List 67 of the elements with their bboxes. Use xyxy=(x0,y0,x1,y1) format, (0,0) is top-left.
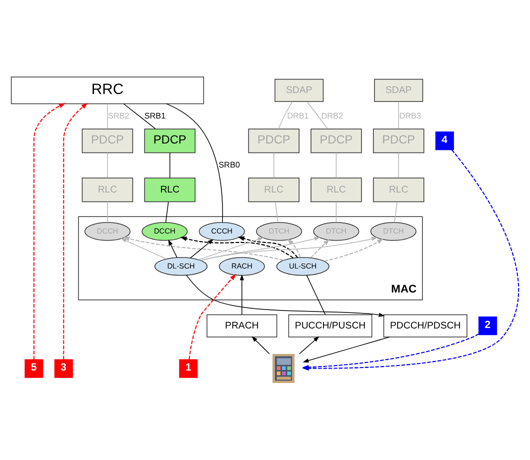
node-box: 5 xyxy=(24,359,44,378)
node-box: PDCP xyxy=(144,128,196,154)
node-box: PDCP xyxy=(310,128,362,154)
arrow xyxy=(200,236,320,261)
node-box: RRC xyxy=(10,76,204,104)
connector xyxy=(169,152,170,178)
arrow xyxy=(240,274,244,315)
node-box: RLC xyxy=(248,178,300,202)
arrow xyxy=(168,239,178,258)
node-box: RLC xyxy=(372,178,424,202)
edge-label: DRB2 xyxy=(321,111,344,120)
node-box: RLC xyxy=(310,178,362,202)
node-box: RLC xyxy=(144,178,196,202)
edge-label: DRB3 xyxy=(399,111,422,120)
connector xyxy=(273,152,274,178)
arrow xyxy=(186,274,385,317)
arrow xyxy=(287,238,301,258)
node-ellipse: DL-SCH xyxy=(154,257,208,276)
connector xyxy=(398,152,399,178)
edge-label: SRB1 xyxy=(144,111,166,120)
edge-label: SRB2 xyxy=(108,111,130,120)
node-box: 1 xyxy=(179,359,198,378)
connector xyxy=(165,201,169,223)
arrow xyxy=(298,336,320,354)
node-box: 2 xyxy=(478,316,498,336)
connector xyxy=(398,101,399,130)
arrow xyxy=(180,236,294,258)
node-box: 4 xyxy=(435,132,454,150)
arrow xyxy=(198,237,264,260)
arrow xyxy=(310,238,330,258)
arrow xyxy=(188,274,236,360)
connector xyxy=(306,275,326,315)
node-box: PDCP xyxy=(248,128,300,154)
arrow xyxy=(200,236,378,261)
connector xyxy=(306,101,328,130)
connector xyxy=(107,152,108,178)
connector xyxy=(166,103,223,223)
node-box: 3 xyxy=(54,359,73,378)
connector xyxy=(336,152,337,178)
node-box: PDCP xyxy=(372,128,424,154)
connector xyxy=(394,201,398,223)
node-box: PDCCH/PDSCH xyxy=(383,314,468,338)
arrow xyxy=(302,336,390,363)
arrow xyxy=(324,238,384,262)
connector xyxy=(336,201,337,223)
node-ellipse: UL-SCH xyxy=(276,257,330,276)
arrow xyxy=(120,238,166,260)
node-box: PUCCH/PUSCH xyxy=(288,314,372,338)
arrow xyxy=(63,102,88,360)
node-box: SDAP xyxy=(274,78,324,102)
arrow xyxy=(33,103,66,360)
connector xyxy=(107,201,108,223)
node-box: PRACH xyxy=(206,314,278,338)
connector xyxy=(123,103,156,130)
edge-label: SRB0 xyxy=(218,160,240,170)
edge-label: DRB1 xyxy=(287,111,309,120)
node-ellipse: RACH xyxy=(218,257,265,276)
connector xyxy=(274,201,278,223)
arrow xyxy=(123,236,284,261)
connector xyxy=(278,101,293,130)
arrow xyxy=(252,336,270,354)
node-box: RLC xyxy=(82,178,134,202)
arrow xyxy=(190,238,214,258)
node-box: SDAP xyxy=(374,78,424,102)
arrow xyxy=(238,236,298,258)
node-box: PDCP xyxy=(82,128,134,154)
connector xyxy=(107,103,108,130)
